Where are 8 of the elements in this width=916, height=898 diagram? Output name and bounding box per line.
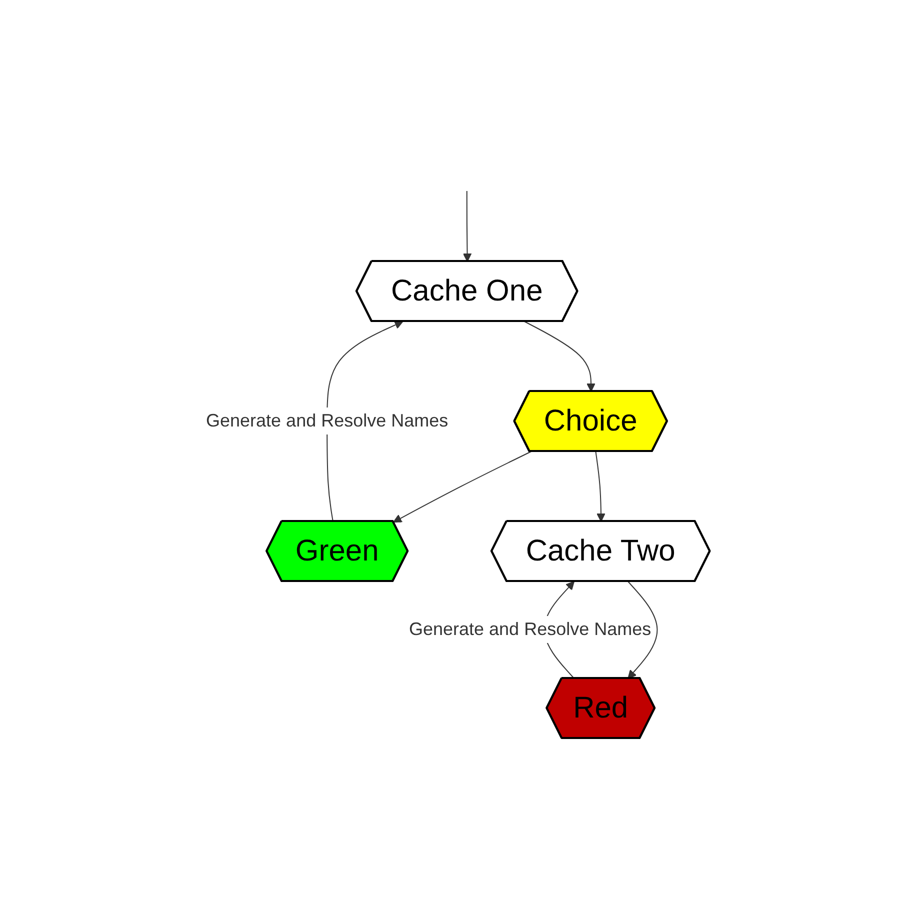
arrow xyxy=(463,190,472,262)
edge-label: Generate and Resolve Names xyxy=(206,410,448,430)
arrow xyxy=(595,450,606,522)
arrow xyxy=(326,320,404,522)
arrow xyxy=(628,580,658,678)
arrow xyxy=(393,450,532,522)
arrow xyxy=(524,320,596,392)
edge-label: Generate and Resolve Names xyxy=(409,618,652,638)
